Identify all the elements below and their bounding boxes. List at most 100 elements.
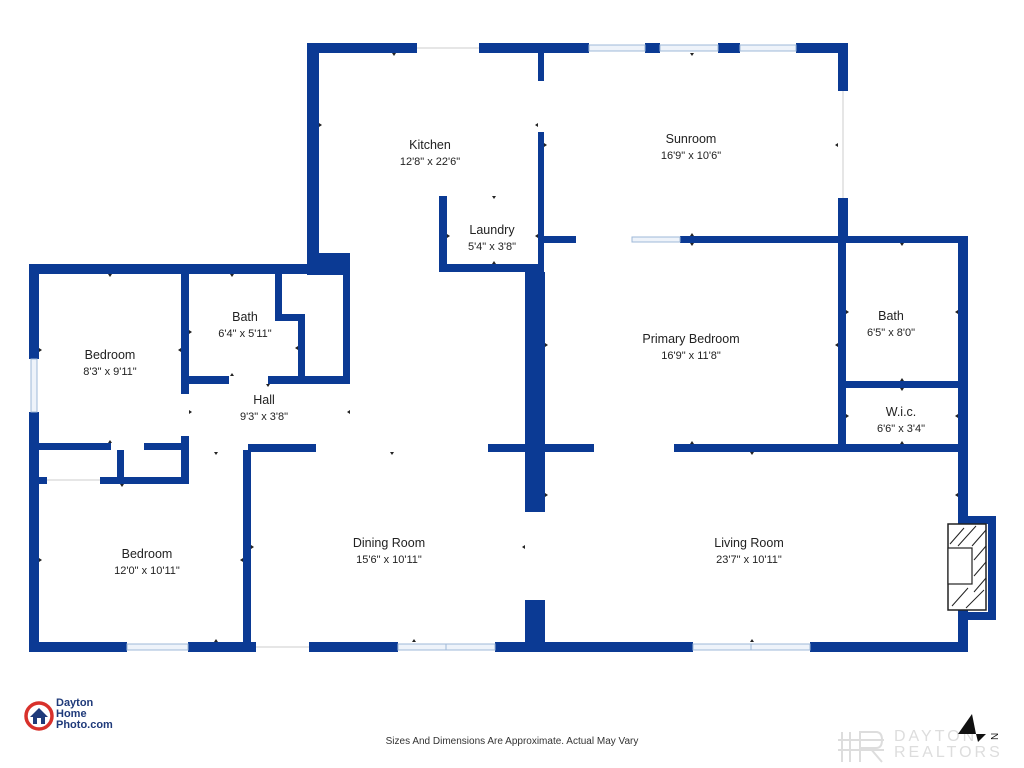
- room-name-bedroom-bottom: Bedroom: [122, 547, 173, 561]
- room-name-laundry: Laundry: [469, 223, 515, 237]
- house-logo-icon: [24, 701, 54, 731]
- room-dim-bath-left: 6'4" x 5'11": [218, 328, 271, 340]
- room-name-wic: W.i.c.: [886, 405, 917, 419]
- wall-bath-bottom-right: [268, 376, 350, 384]
- watermark-line-1: DAYTON: [894, 728, 978, 745]
- wall-outer-left-bottom: [29, 412, 39, 652]
- compass: N: [958, 714, 1001, 742]
- room-dim-bedroom-top: 8'3" x 9'11": [83, 366, 136, 378]
- wall-closet2-bottom-left: [29, 477, 47, 484]
- wall-kitchen-sunroom-top: [538, 53, 544, 81]
- window-bedroom-left: [30, 358, 38, 413]
- room-name-primary-bedroom: Primary Bedroom: [642, 332, 739, 346]
- wall-bottom-3: [309, 642, 398, 652]
- wall-closet-right-lower: [343, 322, 350, 382]
- wall-primary-bottom-right: [674, 444, 968, 452]
- window-living-1: [692, 643, 752, 651]
- realtors-watermark: DAYTON REALTORS: [836, 726, 1024, 766]
- fireplace-hatching: [949, 525, 987, 609]
- wall-sunroom-right-bottom: [838, 198, 848, 243]
- wall-bottom-5: [810, 642, 968, 652]
- fireplace-top: [958, 516, 996, 524]
- window-bedroom-bottom: [126, 643, 189, 651]
- disclaimer-text: Sizes And Dimensions Are Approximate. Ac…: [385, 736, 639, 747]
- wall-hall-left-bottom: [181, 436, 189, 484]
- wall-bedroom-dining-divider: [243, 450, 251, 652]
- wall-bottom-1: [29, 642, 127, 652]
- window-sunroom-3: [739, 44, 797, 52]
- wall-kitchen-sunroom-mid: [538, 132, 544, 271]
- wall-sunroom-top-seg1: [645, 43, 660, 53]
- window-sunroom-1: [588, 44, 646, 52]
- room-labels: Kitchen 12'8" x 22'6" Sunroom 16'9" x 10…: [83, 132, 925, 577]
- walls: [29, 43, 996, 652]
- room-dim-bath-right: 6'5" x 8'0": [867, 327, 915, 339]
- wall-kitchen-top-right: [479, 43, 589, 53]
- wall-bottom-2: [188, 642, 256, 652]
- wall-primary-top-left: [544, 236, 576, 243]
- logo-line-1: Dayton: [56, 697, 94, 709]
- room-dim-wic: 6'6" x 3'4": [877, 423, 925, 435]
- wall-kitchen-left: [307, 43, 319, 265]
- openings: [47, 47, 844, 648]
- fireplace-bottom: [958, 612, 996, 620]
- window-living-2: [750, 643, 811, 651]
- wall-closet-left: [275, 274, 282, 316]
- windows: [30, 44, 811, 651]
- logo-wordmark: Dayton Home Photo.com: [56, 698, 113, 731]
- dimension-markers: [39, 53, 958, 642]
- wall-laundry-bottom: [439, 264, 544, 272]
- room-name-dining-room: Dining Room: [353, 536, 425, 550]
- room-name-living-room: Living Room: [714, 536, 783, 550]
- north-arrow-icon: [958, 714, 976, 734]
- room-dim-sunroom: 16'9" x 10'6": [661, 150, 721, 162]
- wall-closet-inner: [298, 314, 305, 382]
- wall-primary-top-right: [680, 236, 968, 243]
- wall-dining-top-left: [248, 444, 316, 452]
- wall-bath-wic-divider: [838, 381, 968, 388]
- wall-sunroom-right-top: [838, 43, 848, 91]
- room-dim-hall: 9'3" x 3'8": [240, 411, 288, 423]
- room-dim-kitchen: 12'8" x 22'6": [400, 156, 460, 168]
- wall-bath-bottom-left: [181, 376, 229, 384]
- wall-center-upper: [525, 272, 545, 512]
- wall-bedrooms-divider-left: [29, 443, 111, 450]
- room-name-hall: Hall: [253, 393, 275, 407]
- room-dim-primary-bedroom: 16'9" x 11'8": [661, 350, 721, 362]
- wall-primary-bath-divider: [838, 236, 846, 448]
- logo-line-3: Photo.com: [56, 719, 113, 731]
- fireplace-firebox: [947, 547, 973, 585]
- north-arrow-tail-icon: [976, 734, 986, 742]
- watermark-line-2: REALTORS: [894, 744, 1003, 761]
- wall-outer-left-top: [29, 264, 39, 359]
- wall-outer-right-top: [958, 236, 968, 452]
- wall-closet-right: [343, 264, 350, 322]
- wall-bottom-4: [495, 642, 693, 652]
- north-label: N: [990, 733, 1001, 740]
- realtor-mark-icon: [838, 731, 884, 763]
- wall-bedrooms-divider-mid: [144, 443, 189, 450]
- room-name-bedroom-top: Bedroom: [85, 348, 136, 362]
- window-primary-top: [631, 236, 681, 243]
- window-sunroom-2: [659, 44, 719, 52]
- room-name-sunroom: Sunroom: [666, 132, 717, 146]
- wall-closet2-left: [117, 450, 124, 484]
- window-dining-2: [445, 643, 496, 651]
- wall-primary-bottom-left: [544, 444, 594, 452]
- wall-center-lower: [525, 600, 545, 652]
- wall-closet-shelf: [275, 314, 305, 321]
- fireplace: [947, 523, 987, 611]
- room-dim-bedroom-bottom: 12'0" x 10'11": [114, 565, 180, 577]
- room-name-bath-left: Bath: [232, 310, 258, 324]
- logo-line-2: Home: [56, 708, 87, 720]
- room-dim-living-room: 23'7" x 10'11": [716, 554, 782, 566]
- dayton-home-photo-logo: Dayton Home Photo.com: [24, 698, 144, 738]
- wall-closet2-bottom: [100, 477, 189, 484]
- wall-bedroom-bath-divider: [181, 264, 189, 385]
- wall-sunroom-top-seg2: [718, 43, 740, 53]
- room-dim-laundry: 5'4" x 3'8": [468, 241, 516, 253]
- wall-hall-left-top: [181, 384, 189, 394]
- room-dim-dining-room: 15'6" x 10'11": [356, 554, 422, 566]
- wall-sunroom-top-seg3: [796, 43, 848, 53]
